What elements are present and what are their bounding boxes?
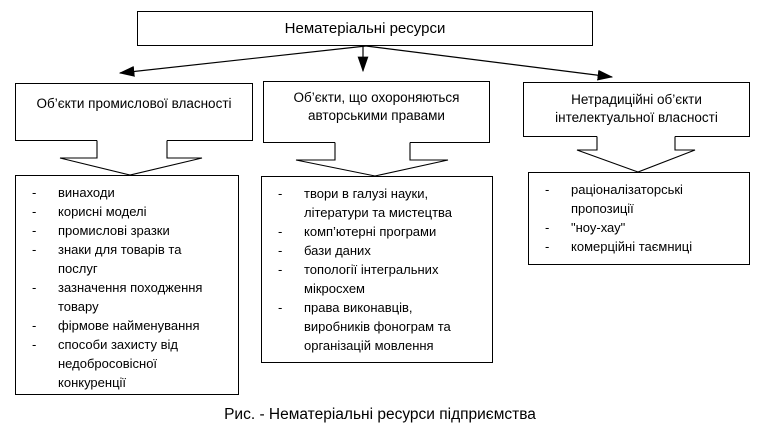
list-item: - промислові зразки (16, 221, 238, 240)
dash-bullet: - (545, 220, 550, 235)
figure-caption: Рис. - Нематеріальні ресурси підприємств… (224, 406, 536, 423)
category-box-copyright: Об’єкти, що охороняються авторськими пра… (263, 81, 490, 143)
root-node-label: Нематеріальні ресурси (284, 20, 446, 37)
items-box-copyright: - твори в галузі науки,літератури та мист… (261, 176, 493, 363)
list-item: - права виконавців,виробників фонограм та… (262, 298, 492, 355)
root-node-box: Нематеріальні ресурси (137, 11, 593, 46)
category-label-copyright: Об’єкти, що охороняються авторськими пра… (293, 90, 460, 123)
category-box-industrial: Об’єкти промислової власності (15, 83, 253, 141)
dash-bullet: - (32, 223, 37, 238)
list-item-text: комерційні таємниці (571, 239, 693, 254)
list-item: - комп’ютерні програми (262, 222, 492, 241)
list-item-text: фірмове найменування (58, 318, 200, 333)
list-item: - корисні моделі (16, 202, 238, 221)
list-item: - бази даних (262, 241, 492, 260)
arrow-to-industrial-objects (118, 45, 367, 77)
category-label-industrial: Об’єкти промислової власності (36, 96, 232, 111)
category-label-nontraditional: Нетрадиційні об’єкти інтелектуальної вла… (555, 92, 718, 125)
list-item-text: комп’ютерні програми (304, 224, 437, 239)
list-item: - твори в галузі науки,літератури та мист… (262, 184, 492, 222)
list-item: - винаходи (16, 183, 238, 202)
dash-bullet: - (545, 239, 550, 254)
list-item: - фірмове найменування (16, 316, 238, 335)
dash-bullet: - (278, 243, 283, 258)
dash-bullet: - (278, 224, 283, 239)
list-item: - комерційні таємниці (529, 237, 749, 256)
block-arrow-fill (296, 142, 448, 176)
list-item-text: промислові зразки (58, 223, 170, 238)
list-item-text: твори в галузі науки,літератури та мисте… (304, 186, 453, 220)
dash-bullet: - (278, 300, 283, 315)
block-arrow-connector-1 (59, 140, 203, 176)
arrow-to-nontraditional-objects (365, 45, 614, 81)
list-item-text: "ноу-хау" (571, 220, 626, 235)
list-item: - "ноу-хау" (529, 218, 749, 237)
list-item-text: бази даних (304, 243, 371, 258)
category-box-nontraditional: Нетрадиційні об’єкти інтелектуальної вла… (523, 82, 750, 137)
dash-bullet: - (32, 242, 37, 257)
block-arrow-fill (577, 136, 695, 172)
dash-bullet: - (278, 262, 283, 277)
dash-bullet: - (32, 185, 37, 200)
dash-bullet: - (32, 280, 37, 295)
items-box-industrial: - винаходи - корисні моделі - промислові зраз… (15, 175, 239, 395)
dash-bullet: - (545, 182, 550, 197)
block-arrow-connector-3 (576, 136, 696, 173)
block-arrow-connector-2 (295, 142, 449, 177)
dash-bullet: - (32, 318, 37, 333)
list-item-text: винаходи (58, 185, 115, 200)
dash-bullet: - (278, 186, 283, 201)
list-item-text: корисні моделі (58, 204, 147, 219)
dash-bullet: - (32, 204, 37, 219)
dash-bullet: - (32, 337, 37, 352)
